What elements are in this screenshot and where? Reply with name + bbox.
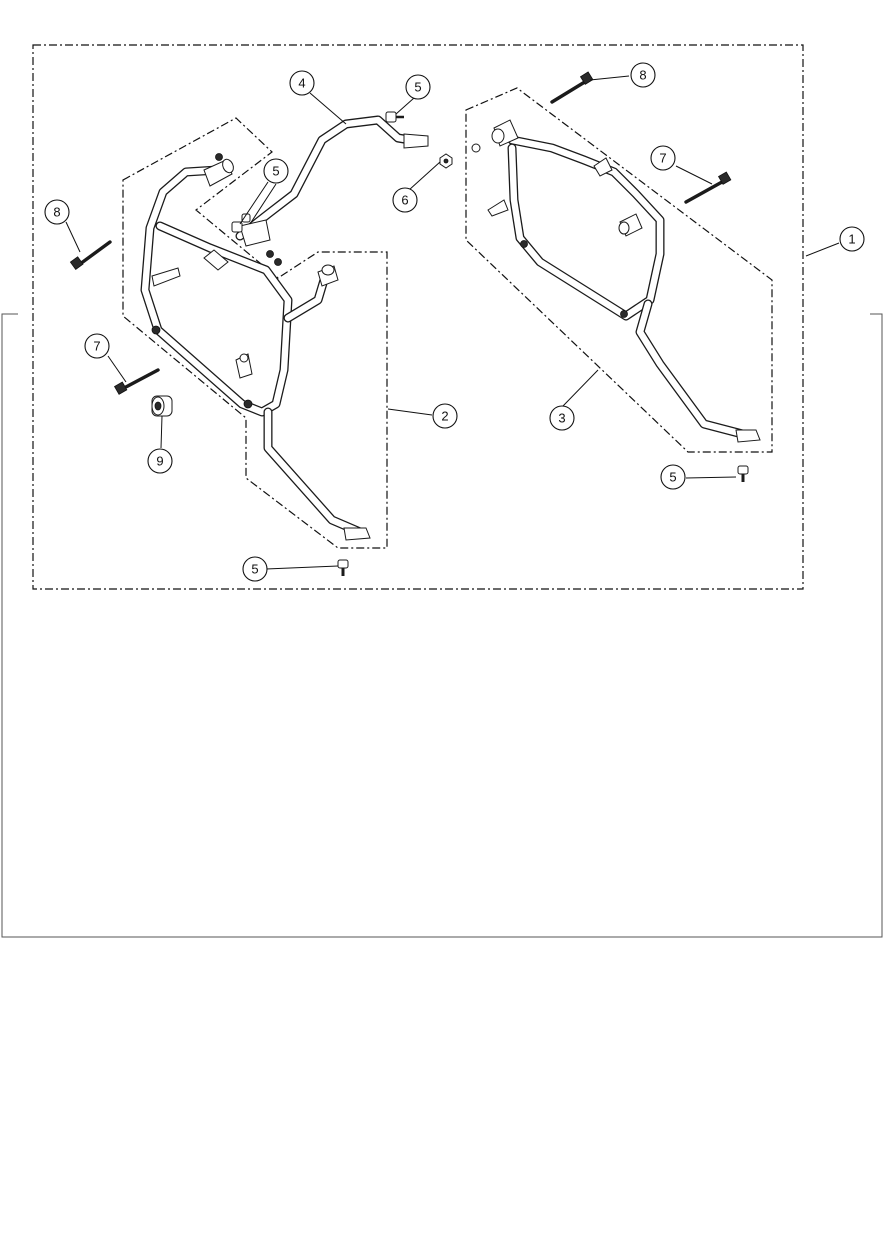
page-frame <box>1 313 883 938</box>
left-weld-nut <box>151 325 161 335</box>
leader-lines <box>65 75 840 570</box>
right-weld-nut <box>520 240 528 248</box>
callout-label: 8 <box>639 68 646 83</box>
bolt-7-right <box>684 171 732 204</box>
cross-bar-clamp-plate <box>239 219 271 247</box>
screw-5-top <box>385 111 404 123</box>
right-foot-slot <box>735 429 761 443</box>
right-front-mount-cylinder <box>491 119 519 147</box>
callout-4: 4 <box>289 70 315 96</box>
callout-6: 6 <box>392 187 418 213</box>
right-side-plate <box>487 199 509 217</box>
callout-label: 7 <box>659 151 666 166</box>
callout-label: 7 <box>93 339 100 354</box>
callout-label: 8 <box>53 205 60 220</box>
callout-8-left: 8 <box>44 199 70 225</box>
cross-bar-nut-1 <box>266 250 274 258</box>
left-rear-mount-cylinder <box>317 264 339 287</box>
top-cross-bar <box>235 115 429 266</box>
screw-5-clamp <box>231 213 251 233</box>
screw-5-left-bottom <box>337 559 349 576</box>
callout-label: 9 <box>156 454 163 469</box>
callout-3: 3 <box>549 405 575 431</box>
bolt-8-right <box>550 71 594 104</box>
callout-label: 5 <box>414 80 421 95</box>
nut-6 <box>439 153 453 169</box>
bolt-7-left <box>113 368 160 395</box>
callout-5-clamp: 5 <box>263 158 289 184</box>
callout-7-left: 7 <box>84 333 110 359</box>
callout-5-left-bottom: 5 <box>242 556 268 582</box>
callout-7-right: 7 <box>650 145 676 171</box>
callout-label: 5 <box>251 562 258 577</box>
callout-label: 5 <box>272 164 279 179</box>
callout-5-top: 5 <box>405 74 431 100</box>
callout-label: 1 <box>848 232 855 247</box>
bolt-8-left <box>69 240 112 270</box>
callout-label: 6 <box>401 193 408 208</box>
callout-8-right: 8 <box>630 62 656 88</box>
right-carrier-boundary <box>465 87 773 453</box>
cross-bar-end-plate <box>403 133 429 149</box>
callout-9: 9 <box>147 448 173 474</box>
screw-5-right-bottom <box>737 465 749 482</box>
callout-5-right-bottom: 5 <box>660 464 686 490</box>
right-inner-mount-cylinder <box>618 213 643 237</box>
left-foot-slot <box>343 527 371 541</box>
assembly-boundary <box>32 44 804 590</box>
bushing-9 <box>151 395 173 417</box>
left-carrier-boundary <box>122 117 388 549</box>
left-side-carrier <box>140 153 371 541</box>
left-eyelet <box>239 353 249 363</box>
callout-1: 1 <box>839 226 865 252</box>
left-front-mount-cylinder <box>203 158 234 187</box>
right-upper-tab <box>593 157 613 177</box>
cross-bar-nut-2 <box>274 258 282 266</box>
callout-label: 3 <box>558 411 565 426</box>
right-side-carrier <box>471 119 761 443</box>
right-lower-nut <box>620 310 628 318</box>
left-side-plate <box>151 267 181 287</box>
left-top-washer <box>215 153 223 161</box>
right-top-washer <box>471 143 481 153</box>
left-lower-nut <box>243 399 253 409</box>
callout-label: 5 <box>669 470 676 485</box>
left-upper-tab <box>203 249 229 271</box>
callout-label: 2 <box>441 409 448 424</box>
callout-2: 2 <box>432 403 458 429</box>
callout-label: 4 <box>298 76 305 91</box>
